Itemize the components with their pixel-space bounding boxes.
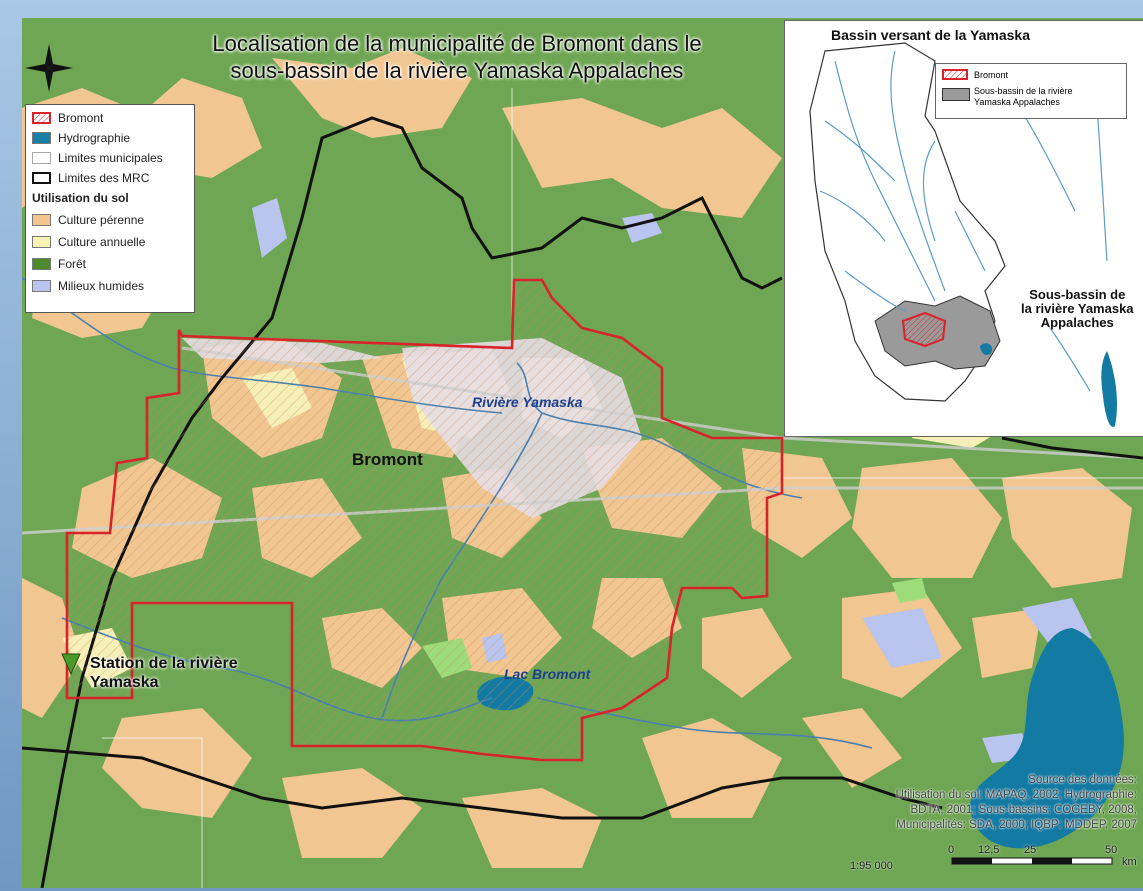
source-line-2: Utilisation du sol: MAPAQ, 2002; Hydrogr…: [895, 789, 1137, 801]
inset-map: Bassin versant de la Yamaska Bromont Sou…: [784, 20, 1143, 437]
map-legend: Bromont Hydrographie Limites municipales…: [25, 104, 195, 313]
legend-label: Milieux humides: [58, 279, 145, 293]
station-marker[interactable]: [61, 653, 81, 676]
inset-subbasin-label: Sous-bassin de la rivière Yamaska Appala…: [1021, 288, 1134, 330]
label-station: Station de la rivière Yamaska: [90, 654, 238, 692]
legend-label: Bromont: [58, 111, 104, 125]
legend-label: Hydrographie: [58, 131, 131, 145]
source-line-4: Municipalités: SDA, 2000; IQBP: MDDEP, 2…: [896, 819, 1137, 831]
scale-bar: [951, 857, 1113, 865]
mrc-limits-swatch: [32, 172, 51, 184]
inset-legend-bromont: Bromont: [974, 70, 1009, 80]
label-lac-bromont: Lac Bromont: [504, 666, 591, 682]
hatched-red-outline-icon: [942, 69, 968, 80]
scale-tick-50: 50: [1105, 844, 1118, 856]
inset-title: Bassin versant de la Yamaska: [831, 27, 1030, 43]
label-bromont: Bromont: [352, 450, 423, 469]
legend-heading-land-use: Utilisation du sol: [32, 191, 129, 205]
data-source-note: Source des données: Utilisation du sol: …: [807, 773, 1137, 833]
inset-legend-subbasin-line-1: Sous-bassin de la rivière: [974, 86, 1073, 96]
scale-tick-25: 25: [1024, 844, 1037, 856]
inset-note-line-2: la rivière Yamaska: [1021, 301, 1134, 316]
station-label-line-2: Yamaska: [90, 674, 159, 691]
inset-legend: Bromont Sous-bassin de la rivière Yamask…: [935, 63, 1127, 119]
inset-legend-subbasin-line-2: Yamaska Appalaches: [974, 97, 1060, 107]
bromont-boundary[interactable]: [65, 278, 784, 762]
legend-label: Culture annuelle: [58, 235, 146, 249]
map-title: Localisation de la municipalité de Bromo…: [132, 30, 782, 84]
source-line-1: Source des données:: [1028, 774, 1137, 786]
hatched-red-outline-icon: [32, 112, 51, 124]
map-title-line-1: Localisation de la municipalité de Bromo…: [212, 31, 702, 56]
subbasin-swatch: [942, 88, 970, 101]
inset-note-line-3: Appalaches: [1040, 315, 1114, 330]
source-line-3: BDTA, 2001; Sous-bassins: COGEBY, 2008,: [910, 804, 1138, 816]
scale-ratio: 1:95 000: [850, 860, 893, 872]
map-canvas: Localisation de la municipalité de Bromo…: [22, 18, 1143, 888]
north-arrow-icon: [25, 44, 73, 92]
legend-label: Limites municipales: [58, 151, 163, 165]
perennial-swatch: [32, 214, 51, 226]
annual-swatch: [32, 236, 51, 248]
station-label-line-1: Station de la rivière: [90, 655, 238, 672]
forest-swatch: [32, 258, 51, 270]
legend-label: Limites des MRC: [58, 171, 150, 185]
inset-graphic: [809, 42, 1118, 427]
legend-label: Culture pérenne: [58, 213, 145, 227]
wetland-swatch: [32, 280, 51, 292]
hydrography-swatch: [32, 132, 51, 144]
municipal-limits: [102, 88, 1143, 888]
scale-tick-12-5: 12,5: [978, 844, 1000, 856]
municipal-limits-swatch: [32, 152, 51, 164]
scale-tick-0: 0: [948, 844, 955, 856]
scale-unit: km: [1122, 856, 1137, 868]
label-riviere-yamaska: Rivière Yamaska: [472, 394, 583, 410]
legend-label: Forêt: [58, 257, 87, 271]
inset-note-line-1: Sous-bassin de: [1029, 287, 1126, 302]
map-title-line-2: sous-bassin de la rivière Yamaska Appala…: [230, 58, 684, 83]
